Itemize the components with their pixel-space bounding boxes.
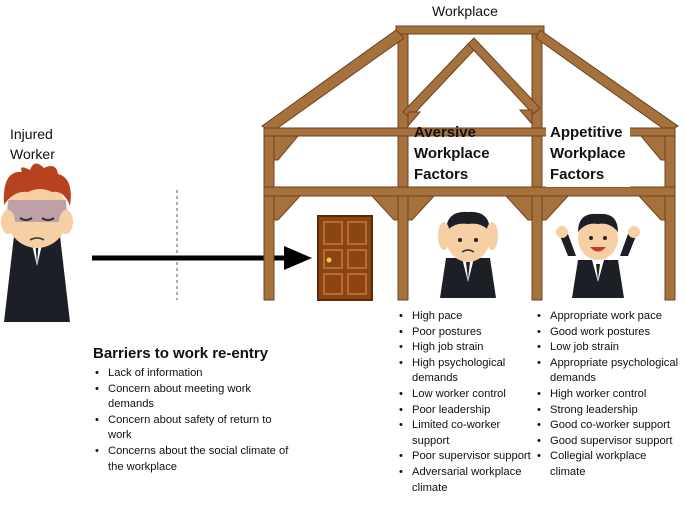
list-item: Poor leadership bbox=[398, 403, 532, 419]
list-item: Good work postures bbox=[536, 325, 684, 341]
aversive-factor-list: High pace Poor postures High job strain … bbox=[398, 309, 532, 496]
list-item: Low worker control bbox=[398, 387, 532, 403]
list-item: Concern about safety of return to work bbox=[94, 413, 294, 444]
list-item: Low job strain bbox=[536, 340, 684, 356]
barriers-list: Lack of information Concern about meetin… bbox=[94, 366, 294, 475]
list-item: Appropriate psychological demands bbox=[536, 356, 684, 387]
workplace-title: Workplace bbox=[432, 3, 498, 19]
list-item: Adversarial workplace climate bbox=[398, 465, 532, 496]
appetitive-heading-line2: Workplace bbox=[550, 145, 626, 162]
list-item: High job strain bbox=[398, 340, 532, 356]
list-item: High psychological demands bbox=[398, 356, 532, 387]
injured-worker-label: Injured Worker bbox=[10, 124, 55, 164]
injured-worker-label-line2: Worker bbox=[10, 146, 55, 162]
injured-worker-icon bbox=[1, 163, 73, 322]
door-icon bbox=[317, 215, 373, 301]
aversive-heading-line2: Workplace bbox=[414, 145, 490, 162]
stressed-worker-icon bbox=[438, 211, 498, 298]
barriers-heading: Barriers to work re-entry bbox=[93, 345, 269, 362]
appetitive-heading: Appetitive Workplace Factors bbox=[546, 119, 630, 187]
aversive-heading: Aversive Workplace Factors bbox=[414, 122, 490, 185]
aversive-heading-line3: Factors bbox=[414, 166, 469, 183]
appetitive-heading-line1: Appetitive bbox=[550, 124, 623, 141]
list-item: Good co-worker support bbox=[536, 418, 684, 434]
injured-worker-label-line1: Injured bbox=[10, 126, 53, 142]
happy-worker-icon bbox=[556, 213, 640, 298]
list-item: High pace bbox=[398, 309, 532, 325]
appetitive-factor-list: Appropriate work pace Good work postures… bbox=[536, 309, 684, 481]
list-item: Appropriate work pace bbox=[536, 309, 684, 325]
list-item: Concerns about the social climate of the… bbox=[94, 444, 294, 475]
list-item: Good supervisor support bbox=[536, 434, 684, 450]
list-item: Poor postures bbox=[398, 325, 532, 341]
list-item: High worker control bbox=[536, 387, 684, 403]
arrow-to-door bbox=[92, 246, 312, 270]
list-item: Strong leadership bbox=[536, 403, 684, 419]
aversive-heading-line1: Aversive bbox=[414, 124, 476, 141]
list-item: Poor supervisor support bbox=[398, 449, 532, 465]
list-item: Collegial workplace climate bbox=[536, 449, 684, 480]
list-item: Lack of information bbox=[94, 366, 294, 382]
list-item: Concern about meeting work demands bbox=[94, 382, 294, 413]
appetitive-heading-line3: Factors bbox=[550, 166, 605, 183]
timber-frame bbox=[261, 25, 679, 301]
list-item: Limited co-worker support bbox=[398, 418, 532, 449]
